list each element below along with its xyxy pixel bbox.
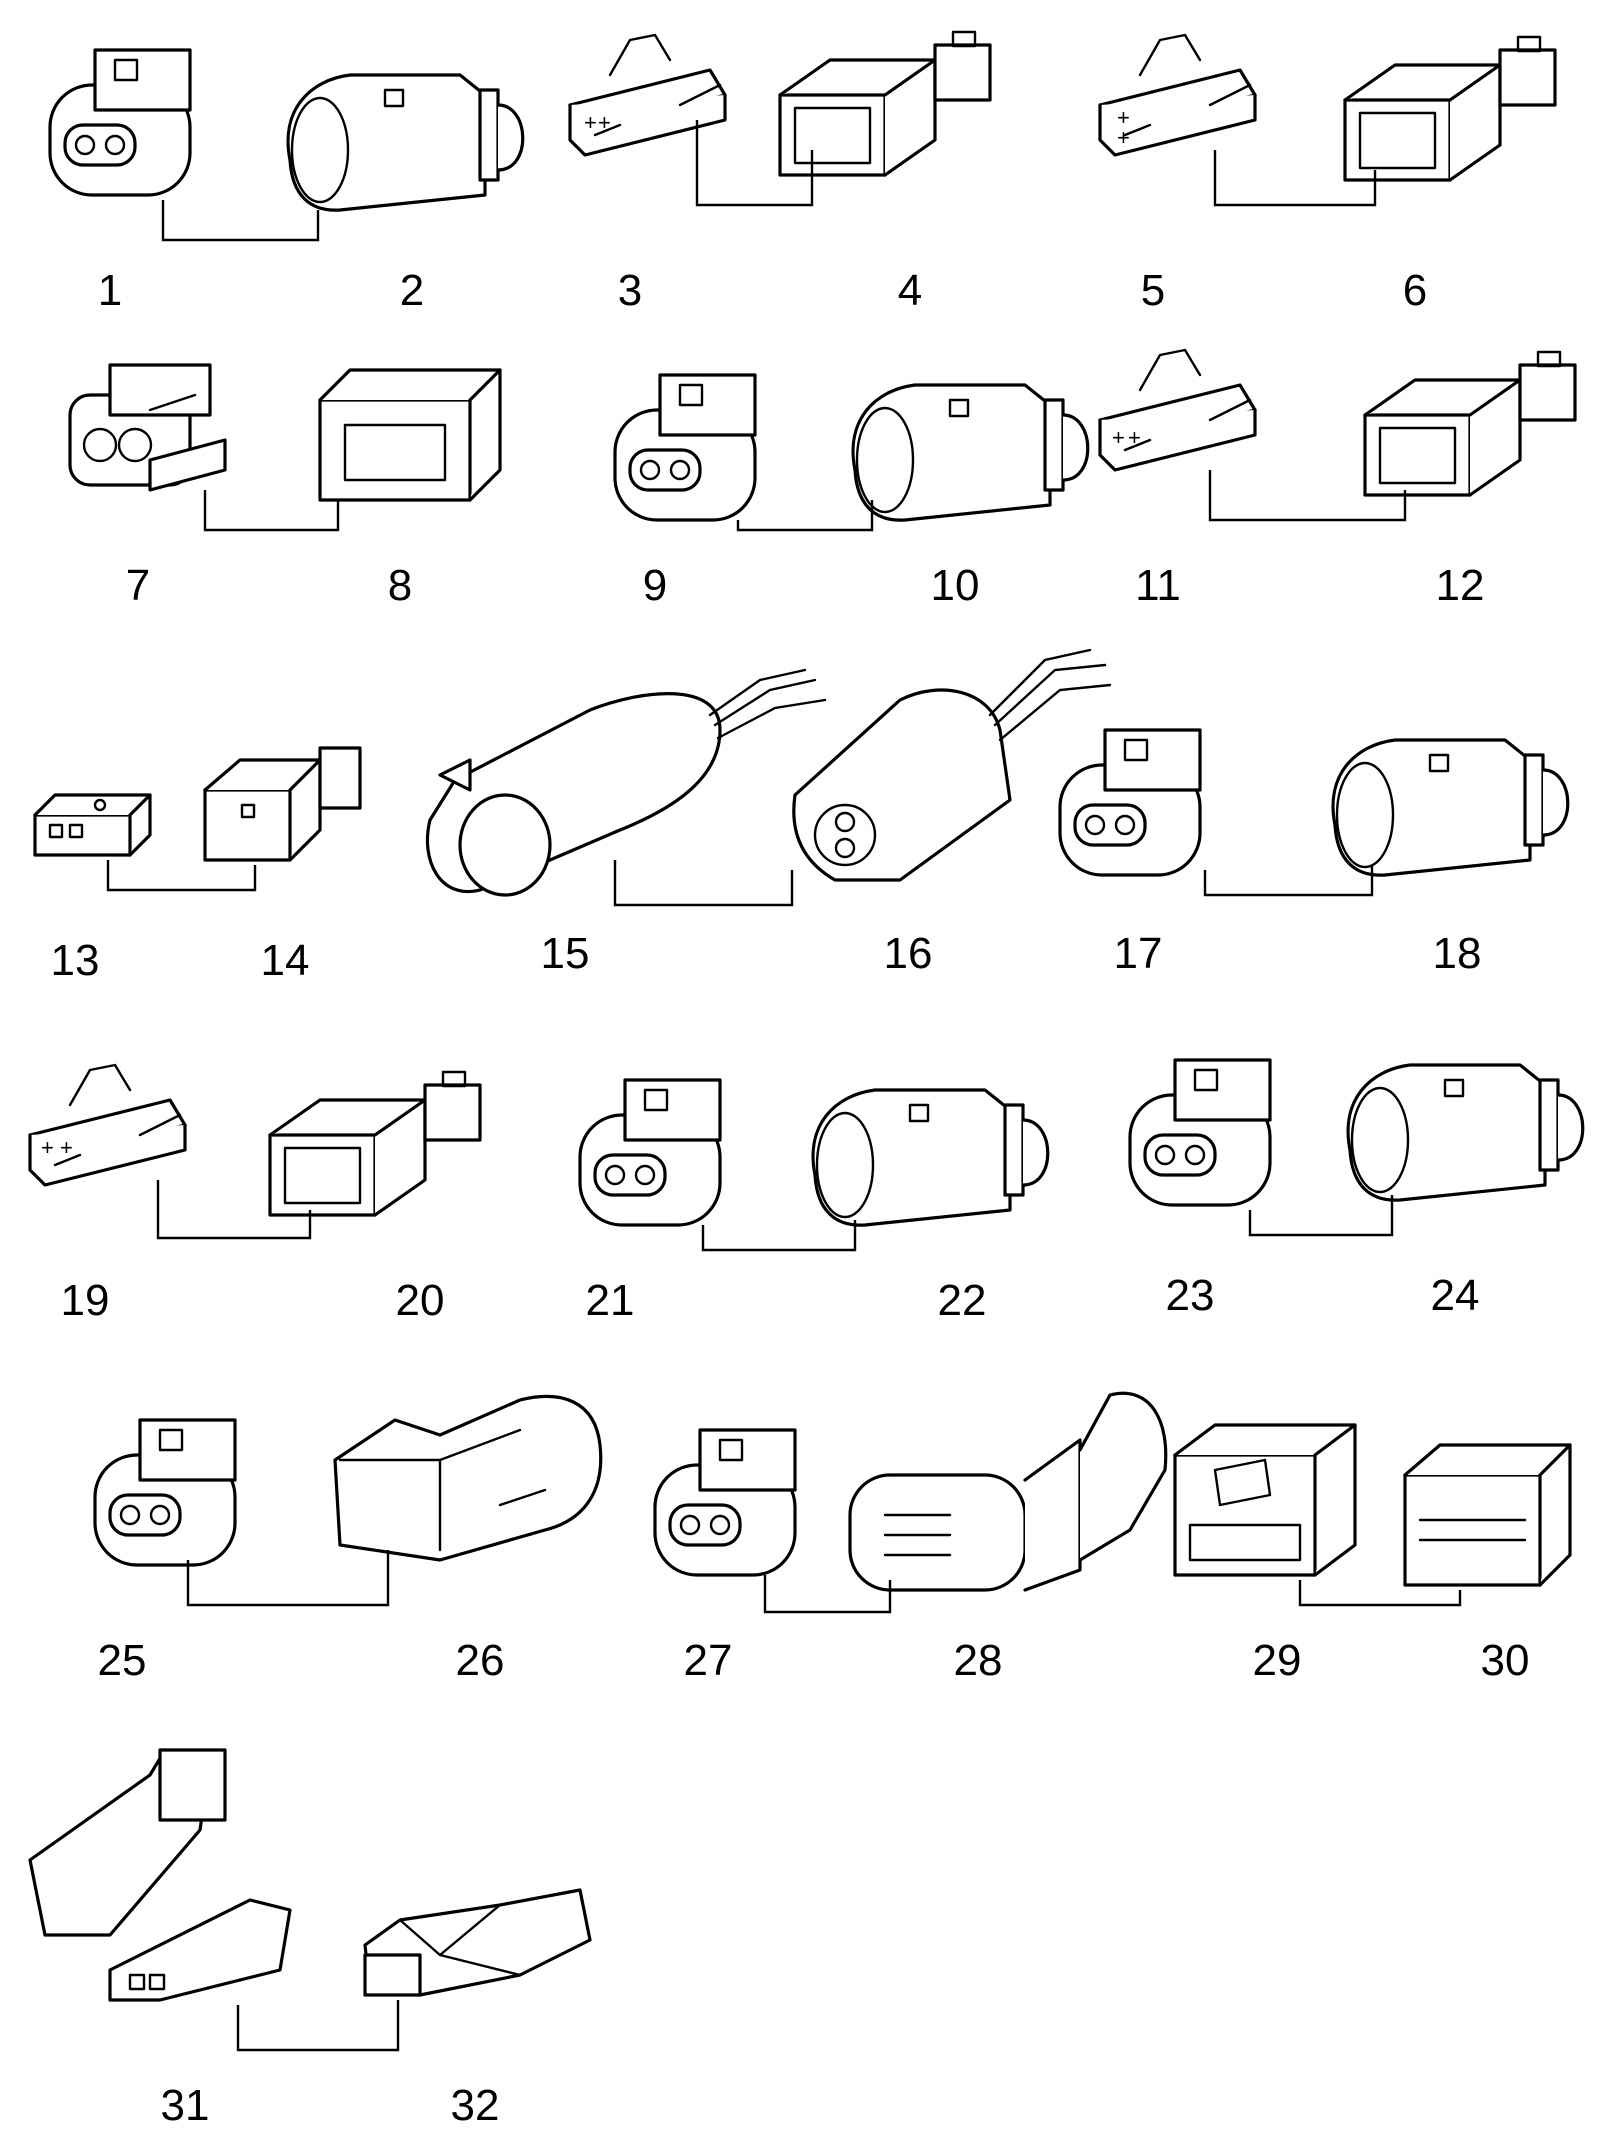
callout-label-1: 1	[98, 266, 122, 315]
callout-label-20: 20	[396, 1276, 445, 1325]
part-3-clip	[568, 33, 727, 157]
callout-label-3: 3	[618, 266, 642, 315]
part-11-clip	[1098, 348, 1257, 472]
leader-23-24	[1248, 1195, 1394, 1237]
part-17-connector-housing	[1058, 728, 1202, 877]
contact-plus-mark: +	[60, 1135, 73, 1160]
callout-label-28: 28	[954, 1636, 1003, 1685]
leader-3-4	[695, 120, 814, 207]
callout-label-12: 12	[1436, 561, 1485, 610]
part-21-connector-housing	[578, 1078, 722, 1227]
callout-label-31: 31	[161, 2081, 210, 2130]
callout-label-11: 11	[1135, 561, 1181, 610]
contact-plus-mark: +	[41, 1135, 54, 1160]
callout-label-16: 16	[884, 929, 933, 978]
part-31-latch-connector	[28, 1748, 292, 2002]
contact-marks: + + + + + + + +	[41, 105, 1141, 1160]
callout-label-15: 15	[541, 929, 590, 978]
part-14-small-socket	[203, 746, 362, 862]
callout-label-30: 30	[1481, 1636, 1530, 1685]
contact-plus-mark: +	[1128, 425, 1141, 450]
leader-5-6	[1213, 150, 1377, 207]
part-6-frame-connector	[1343, 35, 1557, 182]
contact-plus-mark: +	[598, 110, 611, 135]
part-27-connector-housing	[653, 1428, 797, 1577]
callout-label-29: 29	[1253, 1636, 1302, 1685]
callout-label-5: 5	[1141, 266, 1165, 315]
callout-label-10: 10	[931, 561, 980, 610]
part-26-connector-cover	[333, 1394, 603, 1562]
contact-plus-mark: +	[584, 110, 597, 135]
leader-31-32	[236, 2000, 400, 2052]
callout-label-25: 25	[98, 1636, 147, 1685]
part-28-sealed-connector	[848, 1391, 1168, 1592]
leader-1-2	[161, 200, 320, 242]
leader-19-20	[156, 1180, 312, 1240]
part-13-small-connector	[33, 793, 152, 857]
callout-label-26: 26	[456, 1636, 505, 1685]
part-16-inline-socket	[792, 648, 1112, 882]
part-25-connector-housing	[93, 1418, 237, 1567]
leader-21-22	[701, 1220, 857, 1252]
callout-label-4: 4	[898, 266, 922, 315]
callout-label-18: 18	[1433, 929, 1482, 978]
callout-label-17: 17	[1114, 929, 1163, 978]
part-23-connector-housing	[1128, 1058, 1272, 1207]
callout-label-7: 7	[126, 561, 150, 610]
callout-label-23: 23	[1166, 1271, 1215, 1320]
part-18-connector-socket	[1331, 738, 1570, 877]
part-29-multi-pin-connector	[1173, 1423, 1357, 1577]
leader-11-12	[1208, 470, 1407, 522]
part-15-inline-connector	[425, 668, 827, 897]
callout-label-24: 24	[1431, 1271, 1480, 1320]
leader-25-26	[186, 1550, 390, 1607]
part-2-connector-socket	[286, 73, 525, 212]
callout-label-27: 27	[684, 1636, 733, 1685]
callout-label-8: 8	[388, 561, 412, 610]
contact-plus-mark: +	[1117, 105, 1130, 130]
leader-7-8	[203, 490, 340, 532]
callout-label-14: 14	[261, 936, 310, 985]
part-10-connector-socket	[851, 383, 1090, 522]
callout-label-6: 6	[1403, 266, 1427, 315]
leader-27-28	[763, 1575, 892, 1614]
part-7-connector-housing	[68, 363, 227, 492]
leader-15-16	[613, 860, 794, 907]
contact-plus-mark: +	[1117, 125, 1130, 150]
part-8-block-connector	[318, 368, 502, 502]
callout-label-2: 2	[400, 266, 424, 315]
part-32-latch-socket	[363, 1888, 592, 1997]
part-24-connector-socket	[1346, 1063, 1585, 1202]
part-9-connector-housing	[613, 373, 757, 522]
leader-9-10	[736, 500, 874, 532]
leader-29-30	[1298, 1580, 1462, 1607]
contact-plus-mark: +	[1112, 425, 1125, 450]
callout-label-32: 32	[451, 2081, 500, 2130]
part-20-frame-connector	[268, 1070, 482, 1217]
part-1-connector-housing	[48, 48, 192, 197]
callout-label-22: 22	[938, 1276, 987, 1325]
part-22-connector-socket	[811, 1088, 1050, 1227]
part-30-multi-pin-socket	[1403, 1443, 1572, 1587]
part-19-clip	[28, 1063, 187, 1187]
part-12-frame-connector	[1363, 350, 1577, 497]
callout-label-19: 19	[61, 1276, 110, 1325]
callout-label-9: 9	[643, 561, 667, 610]
callout-label-21: 21	[586, 1276, 635, 1325]
callout-label-13: 13	[51, 936, 100, 985]
leader-13-14	[106, 860, 257, 892]
leader-17-18	[1203, 865, 1374, 897]
